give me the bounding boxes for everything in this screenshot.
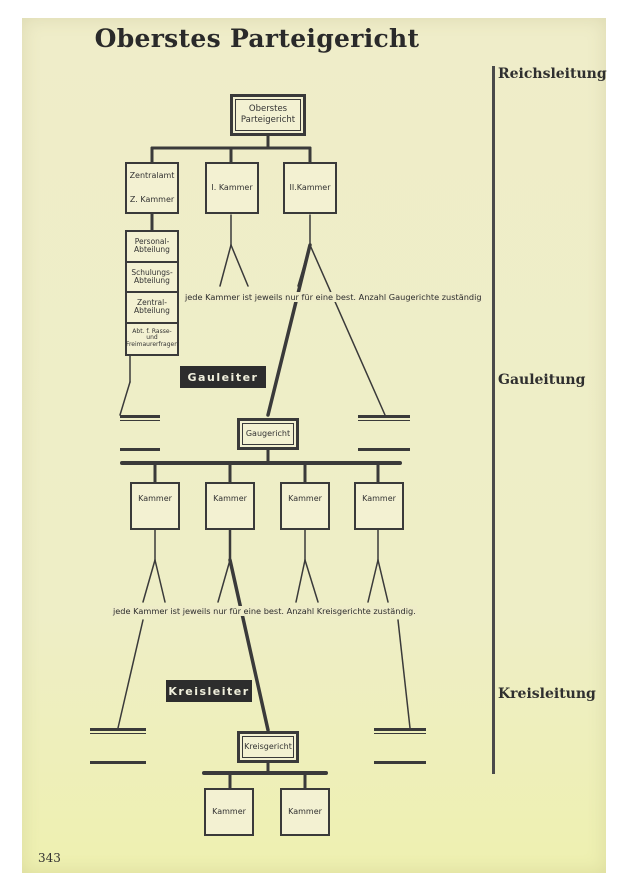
zentral-abteilung-cell: Zentral-Abteilung bbox=[127, 293, 177, 324]
kreis-kammer-box: Kammer bbox=[204, 788, 254, 836]
rasse-freimaurer-abteilung-cell: Abt. f. Rasse- und Freimaurerfragen bbox=[125, 327, 179, 349]
gau-kammer-label: Kammer bbox=[138, 494, 172, 503]
gaugericht-stub-right bbox=[358, 415, 410, 451]
kammer-1-box: I. Kammer bbox=[205, 162, 259, 214]
zentralamt-label: Zentralamt bbox=[129, 171, 175, 180]
gaugericht-stub-left bbox=[120, 415, 160, 451]
schulungs-abteilung-cell: Schulungs-Abteilung bbox=[127, 263, 177, 293]
zentralamt-box: Zentralamt Z. Kammer bbox=[125, 162, 179, 214]
kreis-kammer-box: Kammer bbox=[280, 788, 330, 836]
kreisgericht-stub-right bbox=[374, 728, 426, 764]
level-label-kreisleitung: Kreisleitung bbox=[498, 686, 596, 702]
kreis-kammer-label: Kammer bbox=[288, 807, 322, 816]
kreisgericht-stub-left bbox=[90, 728, 146, 764]
page-number: 343 bbox=[38, 851, 61, 865]
oberstes-label-line1: Oberstes bbox=[248, 104, 288, 115]
personal-abteilung-cell: Personal-Abteilung bbox=[127, 232, 177, 263]
level-label-reichsleitung: Reichsleitung bbox=[498, 66, 607, 82]
gaugericht-label: Gaugericht bbox=[245, 429, 291, 438]
abteilungen-stack: Personal-Abteilung Schulungs-Abteilung Z… bbox=[125, 230, 179, 356]
z-kammer-label: Z. Kammer bbox=[129, 195, 175, 204]
gau-kammer-box: Kammer bbox=[130, 482, 180, 530]
kammer-1-label: I. Kammer bbox=[211, 183, 253, 192]
kammer-2-box: II.Kammer bbox=[283, 162, 337, 214]
kreis-kammer-label: Kammer bbox=[212, 807, 246, 816]
gaugericht-box: Gaugericht bbox=[237, 418, 299, 450]
gau-kammer-box: Kammer bbox=[280, 482, 330, 530]
kreisleiter-badge: Kreisleiter bbox=[166, 680, 252, 702]
note-kreisgerichte: jede Kammer ist jeweils nur für eine bes… bbox=[112, 606, 417, 616]
gau-kammer-label: Kammer bbox=[288, 494, 322, 503]
oberstes-label-line2: Parteigericht bbox=[240, 115, 296, 125]
gauleiter-badge: Gauleiter bbox=[180, 366, 266, 388]
level-divider-line bbox=[492, 66, 495, 774]
page-title: Oberstes Parteigericht bbox=[94, 24, 420, 53]
note-gaugerichte: jede Kammer ist jeweils nur für eine bes… bbox=[184, 292, 483, 302]
level-label-gauleitung: Gauleitung bbox=[498, 372, 586, 388]
kreisgericht-box: Kreisgericht bbox=[237, 731, 299, 763]
kreisgericht-label: Kreisgericht bbox=[244, 742, 292, 751]
gau-kammer-label: Kammer bbox=[362, 494, 396, 503]
gau-kammer-label: Kammer bbox=[213, 494, 247, 503]
gau-kammer-box: Kammer bbox=[354, 482, 404, 530]
gau-kammer-box: Kammer bbox=[205, 482, 255, 530]
kammer-2-label: II.Kammer bbox=[289, 183, 331, 192]
